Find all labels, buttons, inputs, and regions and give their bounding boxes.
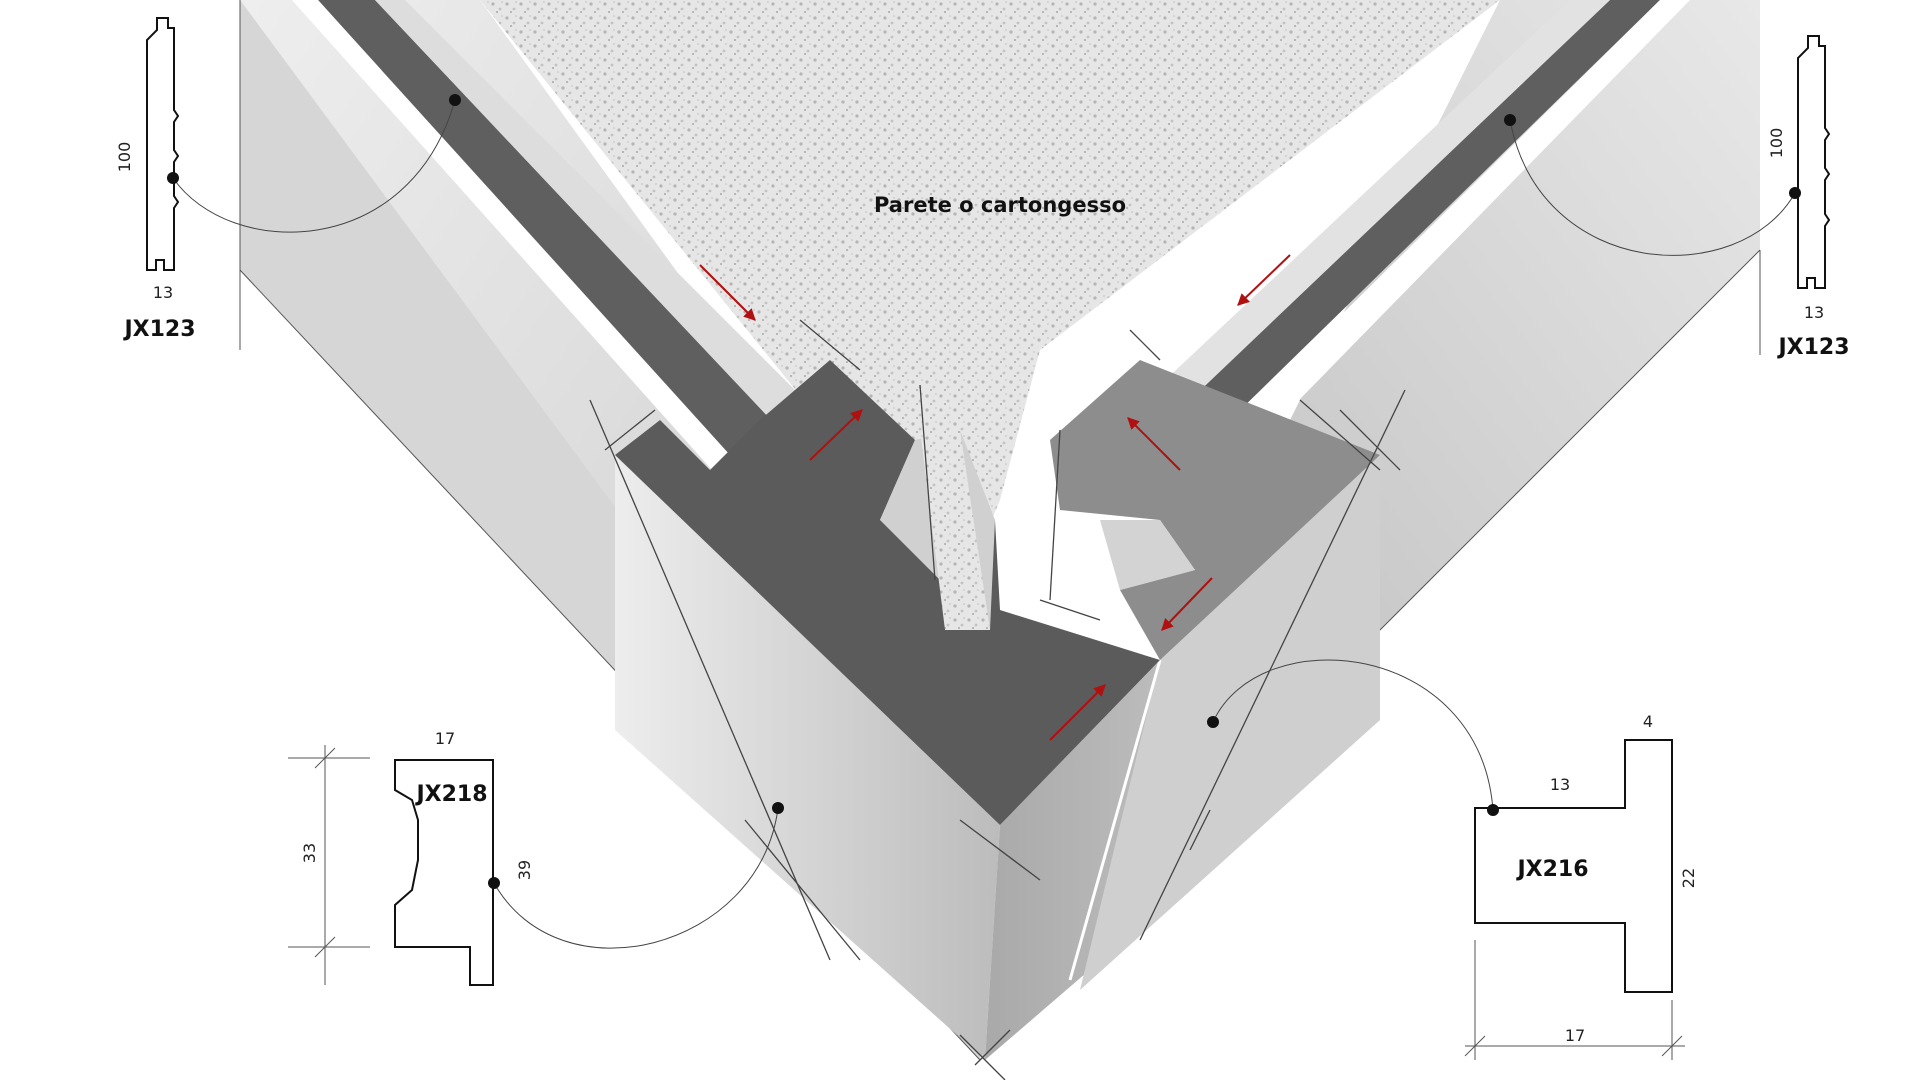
jx216-top: 4 (1643, 712, 1653, 731)
jx216-width: 17 (1565, 1026, 1585, 1045)
corner-post-front-face (1080, 455, 1380, 990)
jx216-height: 22 (1679, 868, 1698, 888)
corner-post-left-face (615, 455, 1000, 1060)
wall-label: Parete o cartongesso (874, 193, 1126, 217)
jx218-width: 17 (435, 729, 455, 748)
jx216-inner: 13 (1550, 775, 1570, 794)
profile-jx123-right: 100 13 JX123 (1504, 35, 1850, 360)
corner-top-left (615, 360, 1160, 825)
construction-lines (589, 319, 1406, 1081)
jx216-code: JX216 (1515, 857, 1588, 882)
jx123-right-width: 13 (1804, 303, 1824, 322)
jx218-height: 39 (515, 860, 534, 880)
profile-jx216: 4 13 22 17 JX216 (1207, 659, 1698, 1060)
corner-top-right (1050, 360, 1380, 660)
wall-surface (480, 0, 1500, 630)
jx218-inner-height: 33 (300, 843, 319, 863)
jx123-right-height: 100 (1767, 128, 1786, 159)
jx123-left-width: 13 (153, 283, 173, 302)
assembly-arrows (699, 254, 1291, 741)
jx123-right-code: JX123 (1776, 335, 1849, 360)
profile-jx218: 17 33 39 JX218 (288, 729, 784, 986)
jx123-left-height: 100 (115, 142, 134, 173)
jx218-code: JX218 (414, 782, 487, 807)
profile-jx123-left: 100 13 JX123 (115, 0, 461, 350)
jx123-left-code: JX123 (122, 317, 195, 342)
